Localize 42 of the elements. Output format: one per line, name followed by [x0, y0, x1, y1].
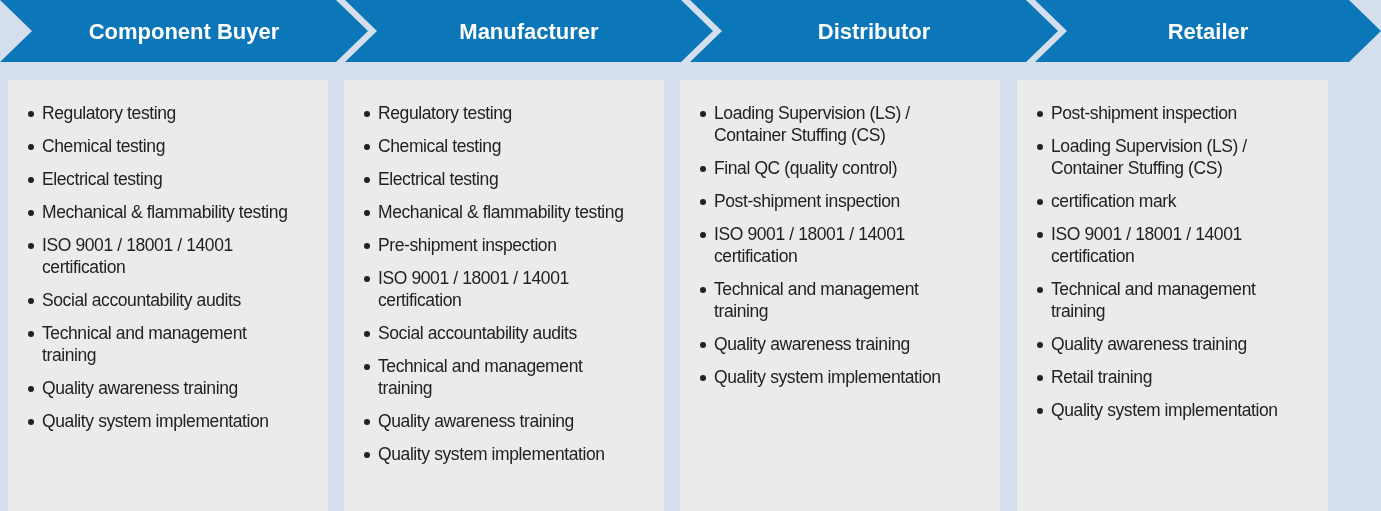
bullet-item: Social accountability audits	[378, 323, 577, 343]
stage-heading: Retailer	[1167, 19, 1249, 46]
content-panel	[344, 80, 664, 511]
bullet-item: Mechanical & flammability testing	[42, 202, 288, 222]
content-panel	[680, 80, 1000, 511]
bullet-item: Quality system implementation	[378, 444, 605, 464]
bullet-item: Loading Supervision (LS) / Container Stuffing (CS)	[1051, 136, 1247, 178]
bullet-item: Regulatory testing	[42, 103, 176, 123]
bullet-item: Quality awareness training	[378, 411, 574, 431]
bullet-item: Technical and management training	[1051, 279, 1256, 321]
bullet-item: Electrical testing	[42, 169, 163, 189]
bullet-item: Quality system implementation	[42, 411, 269, 431]
bullet-item: Post-shipment inspection	[1051, 103, 1237, 123]
bullet-item: Loading Supervision (LS) / Container Stuffing (CS)	[714, 103, 910, 145]
bullet-item: Quality awareness training	[714, 334, 910, 354]
bullet-item: Retail training	[1051, 367, 1152, 387]
bullet-item: Quality awareness training	[1051, 334, 1247, 354]
bullet-item: Regulatory testing	[378, 103, 512, 123]
bullet-item: Mechanical & flammability testing	[378, 202, 624, 222]
bullet-item: ISO 9001 / 18001 / 14001 certification	[714, 224, 905, 266]
bullet-item: Technical and management training	[714, 279, 919, 321]
stage-heading: Manufacturer	[459, 19, 599, 46]
bullet-item: ISO 9001 / 18001 / 14001 certification	[378, 268, 569, 310]
bullet-item: ISO 9001 / 18001 / 14001 certification	[1051, 224, 1242, 266]
bullet-item: Electrical testing	[378, 169, 499, 189]
content-panel	[1017, 80, 1328, 511]
bullet-item: Chemical testing	[42, 136, 165, 156]
bullet-item: Quality awareness training	[42, 378, 238, 398]
bullet-item: Chemical testing	[378, 136, 501, 156]
bullet-item: Post-shipment inspection	[714, 191, 900, 211]
stage-heading: Component Buyer	[88, 19, 280, 46]
bullet-item: certification mark	[1051, 191, 1177, 211]
bullet-item: ISO 9001 / 18001 / 14001 certification	[42, 235, 233, 277]
content-panel	[8, 80, 328, 511]
bullet-item: Quality system implementation	[1051, 400, 1278, 420]
bullet-item: Pre-shipment inspection	[378, 235, 557, 255]
bullet-item: Technical and management training	[42, 323, 247, 365]
bullet-item: Technical and management training	[378, 356, 583, 398]
bullet-item: Final QC (quality control)	[714, 158, 898, 178]
bullet-item: Social accountability audits	[42, 290, 241, 310]
bullet-item: Quality system implementation	[714, 367, 941, 387]
stage-heading: Distributor	[817, 19, 931, 46]
